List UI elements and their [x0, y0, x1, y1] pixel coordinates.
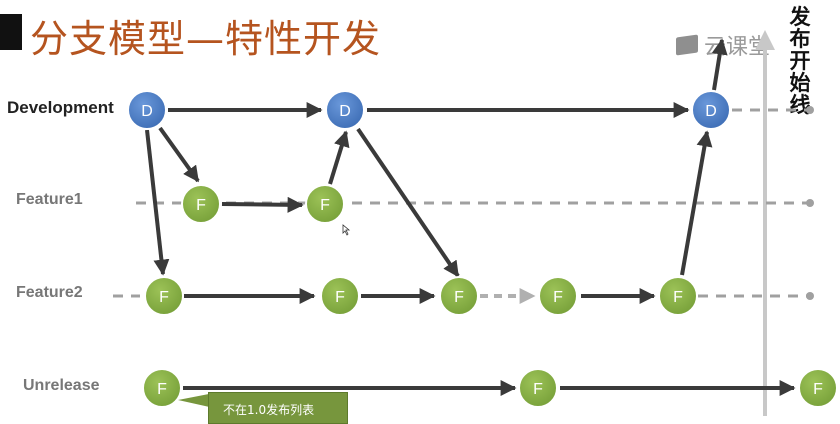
arrow-f2e-d3 [680, 130, 713, 276]
svg-text:F: F [159, 289, 169, 306]
svg-text:F: F [454, 289, 464, 306]
lane-label-feature2: Feature2 [16, 284, 83, 301]
feature2-node: F [658, 276, 698, 316]
svg-text:F: F [335, 289, 345, 306]
callout-box: 不在1.0发布列表 [208, 392, 348, 424]
unrelease-node: F [142, 368, 182, 408]
feature1-node: F [305, 184, 345, 224]
feature1-endpoint [806, 199, 814, 207]
feature2-node: F [144, 276, 184, 316]
feature2-node: F [538, 276, 578, 316]
lane-label-unrelease: Unrelease [23, 377, 100, 394]
title-bullet [0, 14, 22, 50]
arrow-f1b-d2 [328, 130, 350, 185]
svg-text:D: D [705, 103, 717, 120]
feature2-endpoint [806, 292, 814, 300]
arrow-d3-up [711, 38, 728, 91]
release-start-label: 发布开始线 [789, 5, 811, 117]
unrelease-node: F [518, 368, 558, 408]
arrow-d1-f1a [158, 126, 200, 183]
svg-text:F: F [320, 197, 330, 214]
svg-text:F: F [533, 381, 543, 398]
svg-text:D: D [141, 103, 153, 120]
lane-label-development: Development [7, 98, 114, 117]
svg-text:F: F [553, 289, 563, 306]
release-line-arrowhead [755, 30, 775, 50]
arrow-d2-f2c [356, 127, 460, 278]
svg-text:D: D [339, 103, 351, 120]
arrow-f1a-f1b [221, 196, 304, 213]
svg-text:F: F [196, 197, 206, 214]
unrelease-node: F [798, 368, 838, 408]
slide-title: 分支模型—特性开发 [30, 17, 382, 61]
cursor-icon [342, 224, 351, 236]
callout-text: 不在1.0发布列表 [223, 403, 315, 417]
lane-label-feature1: Feature1 [16, 191, 83, 208]
svg-text:F: F [673, 289, 683, 306]
callout-pointer [178, 393, 214, 408]
dev-node: D [691, 90, 731, 130]
dev-node: D [127, 90, 167, 130]
dev-node: D [325, 90, 365, 130]
feature1-node: F [181, 184, 221, 224]
svg-text:F: F [813, 381, 823, 398]
dev-endpoint [806, 106, 814, 114]
svg-text:F: F [157, 381, 167, 398]
arrow-d1-f2a [145, 129, 170, 276]
feature2-node: F [439, 276, 479, 316]
feature2-node: F [320, 276, 360, 316]
